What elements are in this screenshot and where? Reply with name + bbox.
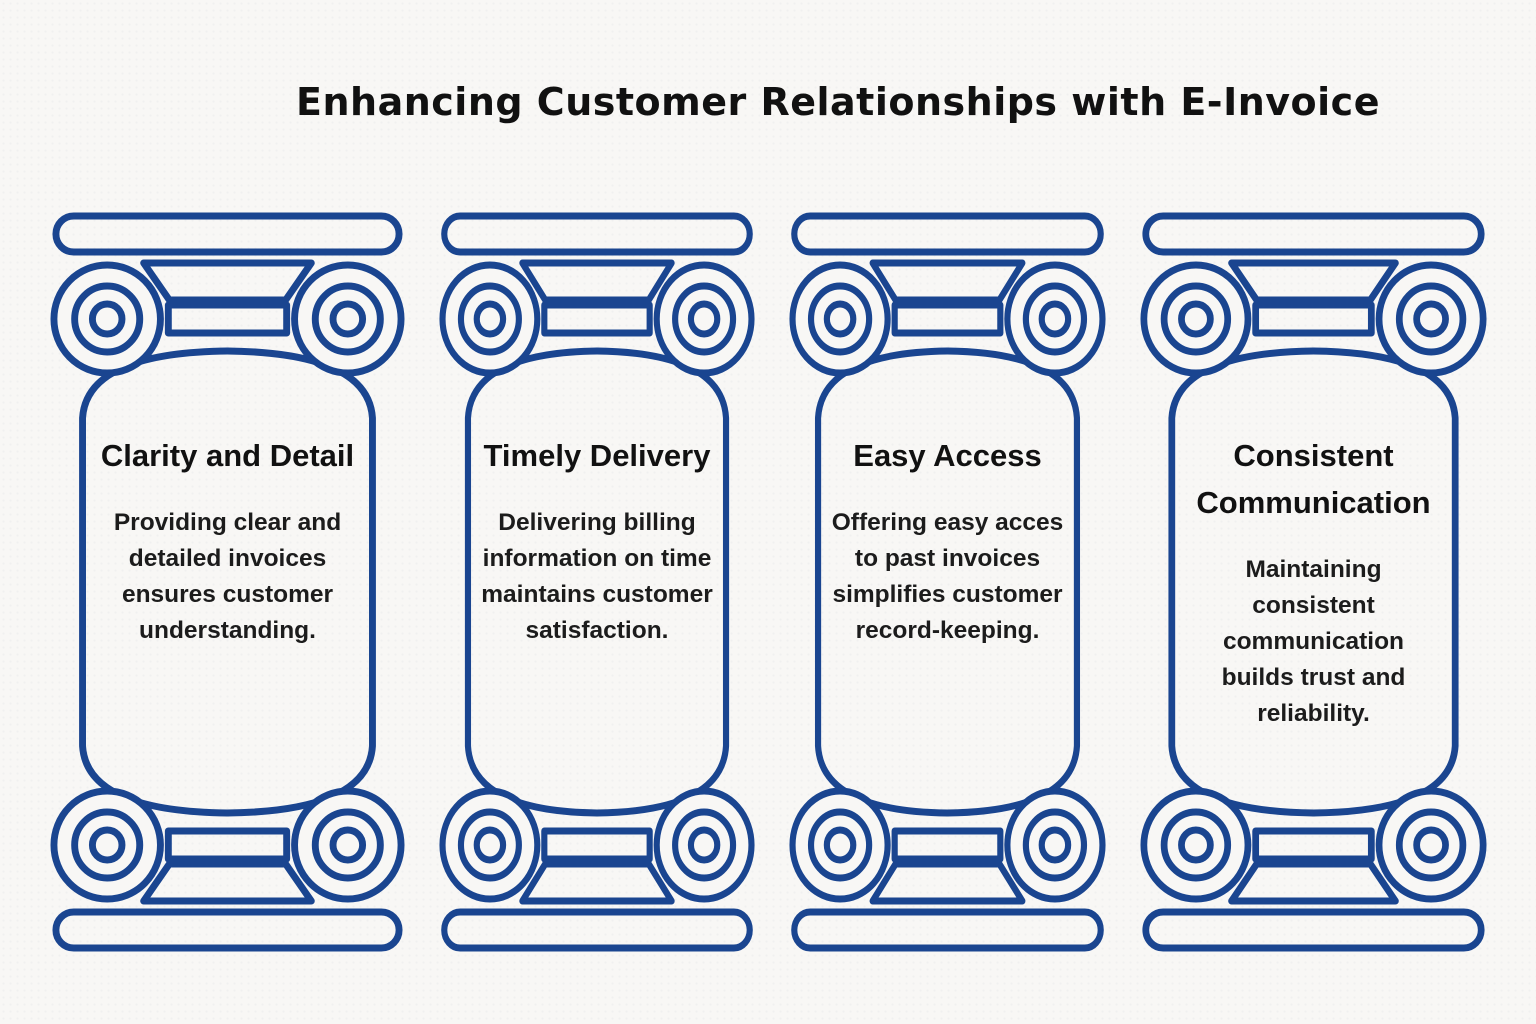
pillar-content: Easy Access Offering easy acces to past … — [822, 382, 1072, 782]
column-top-plate — [441, 212, 753, 256]
pillar-consistent-communication: Consistent Communication Maintaining con… — [1140, 212, 1487, 952]
column-base-plate — [791, 908, 1104, 952]
column-capital-bottom — [50, 787, 405, 905]
column-top-plate — [52, 212, 403, 256]
column-capital-top — [50, 259, 405, 377]
pillar-content: Timely Delivery Delivering billing infor… — [472, 382, 722, 782]
column-illustration — [1140, 212, 1487, 952]
pillar-description: Offering easy acces to past invoices sim… — [831, 509, 1064, 645]
column-capital-top — [789, 259, 1106, 377]
column-capital-bottom — [1140, 787, 1487, 905]
pillar-title: Consistent Communication — [1196, 438, 1431, 521]
pillars-row: Clarity and Detail Providing clear and d… — [50, 212, 1487, 952]
column-top-plate — [1142, 212, 1485, 256]
column-shaft — [1168, 347, 1459, 817]
pillar-title: Timely Delivery — [483, 438, 711, 474]
column-illustration — [439, 212, 755, 952]
pillar-description: Delivering billing information on time m… — [481, 509, 713, 645]
column-capital-top — [439, 259, 755, 377]
column-base-plate — [441, 908, 753, 952]
column-illustration — [789, 212, 1106, 952]
column-capital-top — [1140, 259, 1487, 377]
pillar-description: Maintaining consistent communication bui… — [1221, 556, 1406, 728]
column-shaft — [79, 347, 376, 817]
pillar-timely-delivery: Timely Delivery Delivering billing infor… — [439, 212, 755, 952]
column-capital-bottom — [789, 787, 1106, 905]
title-area: Enhancing Customer Relationships with E-… — [0, 0, 1536, 124]
pillar-easy-access: Easy Access Offering easy acces to past … — [789, 212, 1106, 952]
pillar-content: Consistent Communication Maintaining con… — [1176, 382, 1450, 782]
column-base-plate — [1142, 908, 1485, 952]
column-illustration — [50, 212, 405, 952]
page-title: Enhancing Customer Relationships with E-… — [296, 80, 1380, 124]
pillar-content: Clarity and Detail Providing clear and d… — [87, 382, 367, 782]
column-capital-bottom — [439, 787, 755, 905]
column-shaft — [464, 347, 730, 817]
column-top-plate — [791, 212, 1104, 256]
pillar-clarity-and-detail: Clarity and Detail Providing clear and d… — [50, 212, 405, 952]
pillar-title: Clarity and Detail — [100, 438, 355, 474]
pillar-description: Providing clear and detailed invoices en… — [113, 509, 342, 645]
column-base-plate — [52, 908, 403, 952]
pillar-title: Easy Access — [853, 438, 1042, 474]
column-shaft — [814, 347, 1081, 817]
